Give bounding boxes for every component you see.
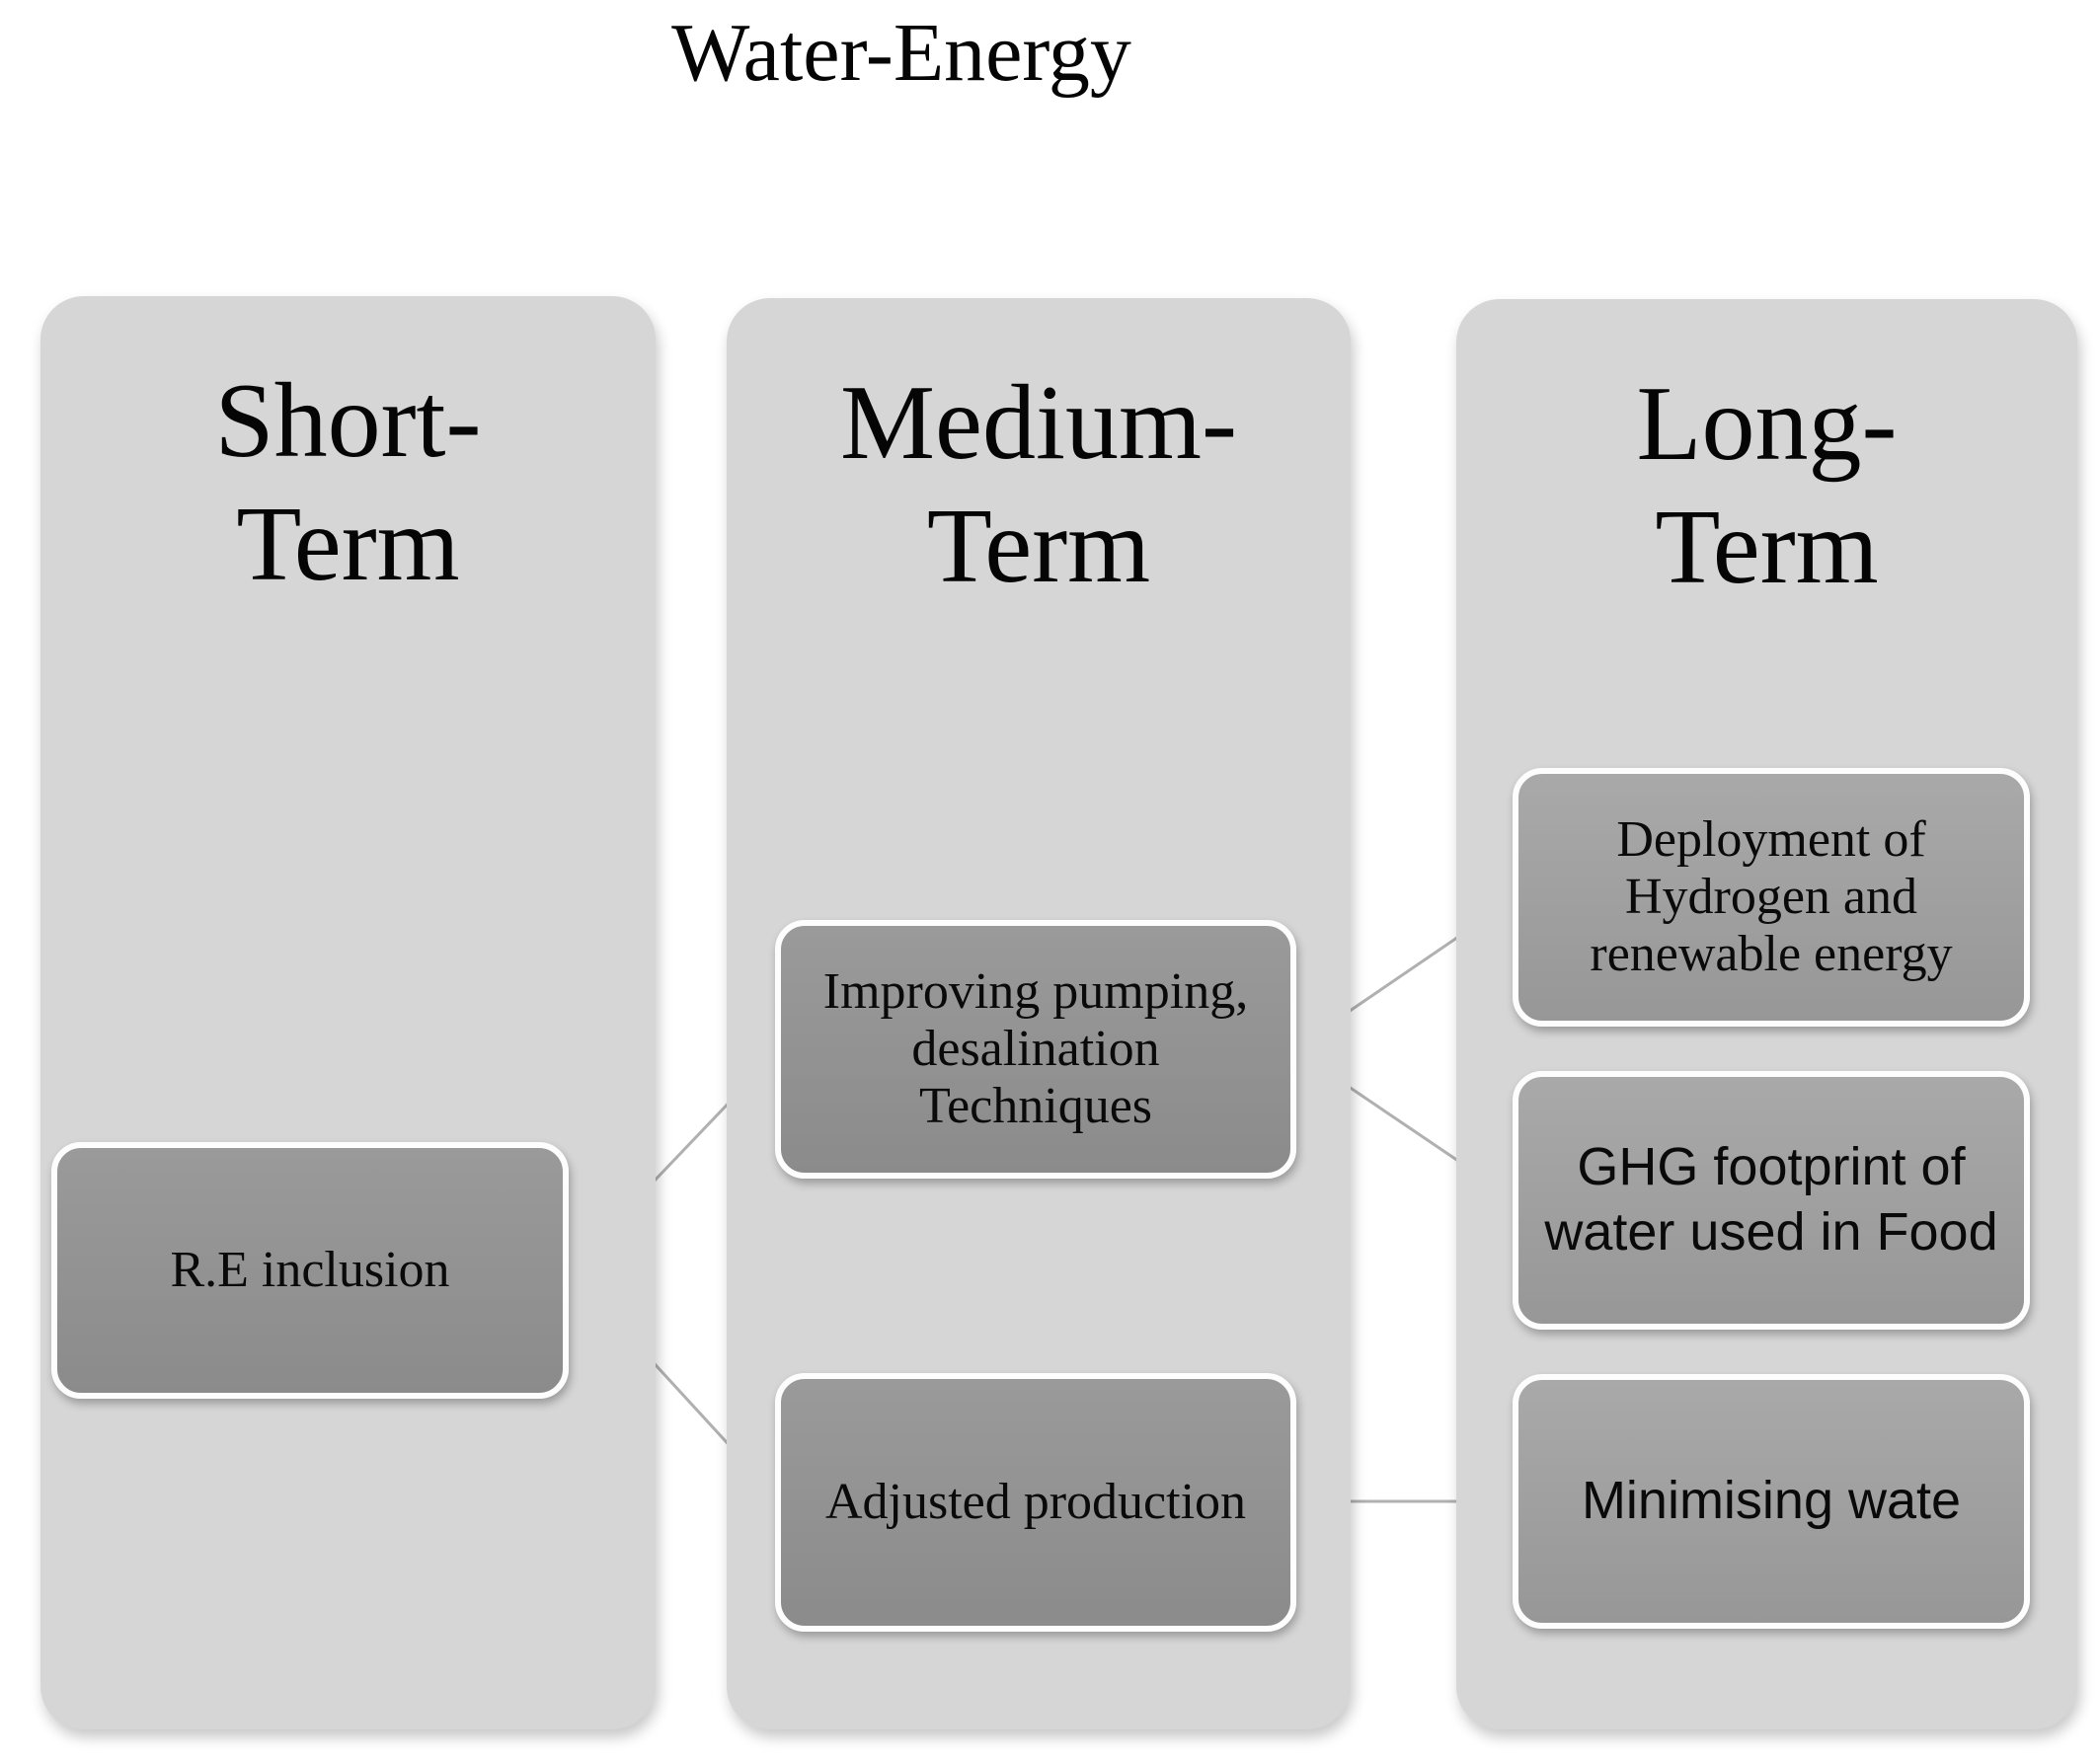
node-minimising-waste-label: Minimising wate: [1581, 1471, 1962, 1531]
column-medium-term: Medium- Term Improving pumping, desalina…: [727, 298, 1351, 1729]
column-long-term-title: Long- Term: [1636, 365, 1898, 607]
node-re-inclusion: R.E inclusion: [51, 1142, 569, 1399]
node-ghg-footprint-label: GHG footprint of water used in Food: [1544, 1137, 1998, 1262]
node-improving-pumping-label: Improving pumping, desalination Techniqu…: [822, 962, 1249, 1135]
column-medium-term-title: Medium- Term: [840, 364, 1237, 606]
node-minimising-waste: Minimising wate: [1513, 1374, 2030, 1629]
column-short-term-title: Short- Term: [214, 362, 482, 604]
column-long-term: Long- Term Deployment of Hydrogen and re…: [1456, 299, 2077, 1729]
node-deployment-hydrogen-label: Deployment of Hydrogen and renewable ene…: [1590, 810, 1953, 983]
node-improving-pumping: Improving pumping, desalination Techniqu…: [775, 920, 1296, 1179]
node-deployment-hydrogen: Deployment of Hydrogen and renewable ene…: [1513, 768, 2030, 1027]
node-ghg-footprint: GHG footprint of water used in Food: [1513, 1071, 2030, 1330]
node-adjusted-production: Adjusted production: [775, 1373, 1296, 1632]
column-short-term: Short- Term R.E inclusion: [40, 296, 656, 1729]
node-adjusted-production-label: Adjusted production: [824, 1473, 1247, 1530]
diagram-title: Water-Energy: [671, 7, 1131, 99]
node-re-inclusion-label: R.E inclusion: [170, 1241, 450, 1298]
